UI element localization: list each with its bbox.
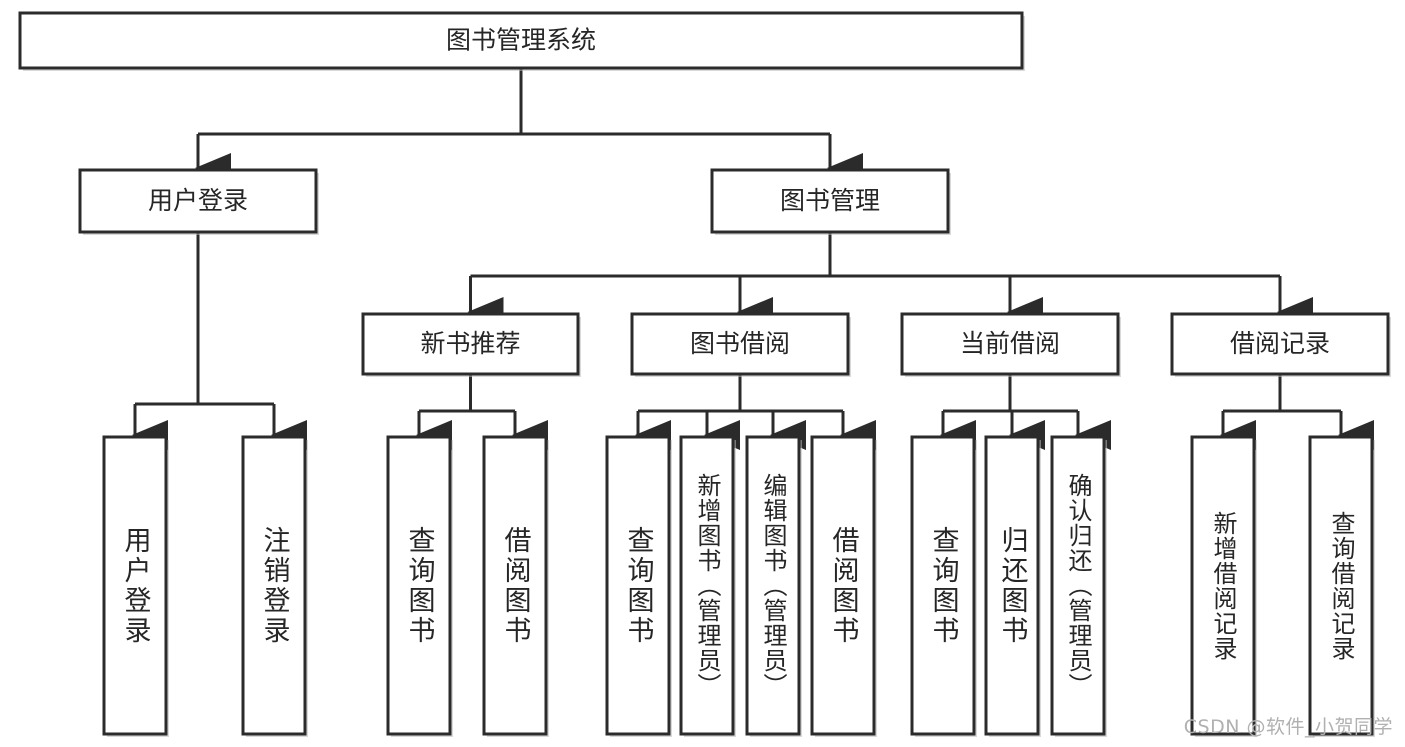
leaf-node-label-wrap: 查询借阅记录 xyxy=(1310,437,1372,734)
connector-lines xyxy=(132,68,1374,450)
leaf-node-label: 查询图书 xyxy=(622,525,654,646)
leaf-node-box[interactable] xyxy=(1308,435,1374,736)
leaf-node-label-wrap: 注销登录 xyxy=(243,437,305,734)
leaf-node-box[interactable] xyxy=(386,435,452,736)
leaf-node-label: 归还图书 xyxy=(996,525,1028,646)
level2-node-box[interactable] xyxy=(710,168,950,234)
level3-node-box[interactable] xyxy=(361,312,580,376)
leaf-node-label-wrap: 确认归还（管理员） xyxy=(1052,437,1104,734)
leaf-node-box[interactable] xyxy=(1050,435,1106,736)
leaf-node-label: 查询图书 xyxy=(927,525,959,646)
level3-node-label: 图书借阅 xyxy=(690,329,790,358)
leaf-node-box[interactable] xyxy=(679,435,735,736)
leaf-node-label-wrap: 编辑图书（管理员） xyxy=(747,437,799,734)
leaf-node-label-wrap: 新增借阅记录 xyxy=(1192,437,1254,734)
leaf-node-label: 确认归还（管理员） xyxy=(1064,473,1092,698)
leaf-node-label-wrap: 用户登录 xyxy=(104,437,166,734)
leaf-node-box[interactable] xyxy=(102,435,168,736)
level3-node-label: 当前借阅 xyxy=(960,329,1060,358)
level3-node-box[interactable] xyxy=(900,312,1120,376)
leaf-node-label: 新增借阅记录 xyxy=(1209,510,1237,661)
leaf-node-box[interactable] xyxy=(745,435,801,736)
leaf-node-label: 编辑图书（管理员） xyxy=(759,473,787,698)
level2-node-box[interactable] xyxy=(78,168,318,234)
leaf-node-box[interactable] xyxy=(605,435,671,736)
leaf-node-label-wrap: 查询图书 xyxy=(607,437,669,734)
leaf-node-label: 借阅图书 xyxy=(499,525,531,646)
leaf-node-label-wrap: 借阅图书 xyxy=(484,437,546,734)
leaf-node-label: 注销登录 xyxy=(258,525,290,646)
leaf-node-box[interactable] xyxy=(241,435,307,736)
leaf-node-box[interactable] xyxy=(482,435,548,736)
level2-node-label: 用户登录 xyxy=(148,186,248,215)
leaf-node-label-wrap: 查询图书 xyxy=(388,437,450,734)
root-node-label: 图书管理系统 xyxy=(446,26,596,55)
leaf-node-label: 借阅图书 xyxy=(827,525,859,646)
root-node-box[interactable] xyxy=(18,11,1024,70)
level3-node-label: 新书推荐 xyxy=(420,329,520,358)
level3-node-box[interactable] xyxy=(1170,312,1390,376)
leaf-node-label: 查询借阅记录 xyxy=(1327,510,1355,661)
leaf-node-label: 查询图书 xyxy=(403,525,435,646)
leaf-node-label: 用户登录 xyxy=(119,525,151,646)
leaf-node-label-wrap: 借阅图书 xyxy=(812,437,874,734)
level3-node-label: 借阅记录 xyxy=(1230,329,1330,358)
leaf-node-box[interactable] xyxy=(984,435,1040,736)
leaf-node-label-wrap: 查询图书 xyxy=(912,437,974,734)
leaf-node-box[interactable] xyxy=(810,435,876,736)
leaf-node-label-wrap: 新增图书（管理员） xyxy=(681,437,733,734)
level2-node-label: 图书管理 xyxy=(780,186,880,215)
leaf-node-box[interactable] xyxy=(910,435,976,736)
leaf-node-label: 新增图书（管理员） xyxy=(693,473,721,698)
level3-node-box[interactable] xyxy=(630,312,850,376)
leaf-node-label-wrap: 归还图书 xyxy=(986,437,1038,734)
leaf-node-box[interactable] xyxy=(1190,435,1256,736)
